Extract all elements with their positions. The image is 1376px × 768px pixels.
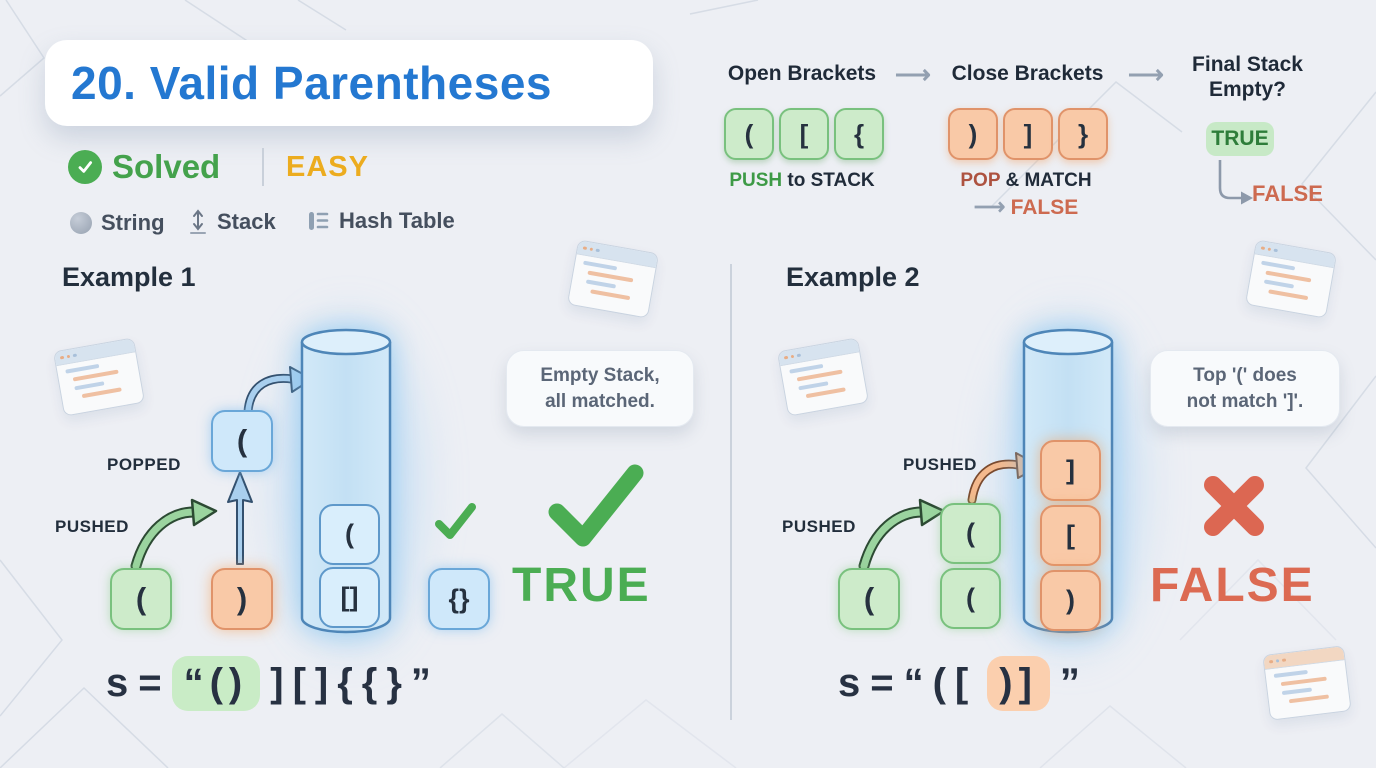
expr-equals: = bbox=[138, 661, 162, 705]
expr-equals: = bbox=[870, 661, 894, 705]
expr-highlight: “() bbox=[171, 656, 261, 711]
true-badge: TRUE bbox=[1206, 122, 1274, 156]
stack-item-chip: ( bbox=[319, 504, 380, 565]
final-false-label: FALSE bbox=[1252, 181, 1323, 206]
example2-heading: Example 2 bbox=[786, 262, 920, 292]
hash-table-icon bbox=[309, 212, 329, 230]
push-arrow-icon bbox=[130, 498, 218, 572]
status-divider bbox=[262, 148, 264, 186]
bracket-chip-close: } bbox=[1058, 108, 1108, 160]
page-title: 20. Valid Parentheses bbox=[71, 57, 552, 109]
bracket-chip-open: [ bbox=[779, 108, 829, 160]
code-window-decoration bbox=[52, 337, 146, 417]
branch-down-arrow-icon bbox=[1218, 160, 1253, 205]
solved-check-icon bbox=[68, 150, 102, 184]
bracket-chip-staged: ( bbox=[940, 568, 1001, 629]
flow-open-label: Open Brackets bbox=[727, 62, 877, 85]
push-action-label: PUSH to STACK bbox=[729, 170, 875, 191]
title-card: 20. Valid Parentheses bbox=[45, 40, 653, 126]
solved-label: Solved bbox=[112, 148, 221, 185]
flow-final-label: Final Stack Empty? bbox=[1192, 53, 1303, 102]
flow-close-label: Close Brackets bbox=[951, 62, 1104, 85]
difficulty-badge: EASY bbox=[286, 151, 369, 183]
bracket-chip-popped: ( bbox=[211, 410, 273, 472]
popped-label: POPPED bbox=[107, 455, 181, 474]
push-arrow-icon bbox=[858, 498, 946, 572]
pushed-label: PUSHED bbox=[782, 517, 856, 536]
small-check-icon bbox=[435, 503, 476, 539]
example2-expression: s = “([ )] ” bbox=[838, 656, 1080, 711]
pop-arrow-icon bbox=[227, 471, 253, 565]
tag-string: String bbox=[70, 210, 165, 236]
example2-result: FALSE bbox=[1150, 559, 1315, 612]
tag-string-label: String bbox=[101, 210, 165, 235]
stack-item-chip: [ bbox=[1040, 505, 1101, 566]
bracket-chip-open: { bbox=[834, 108, 884, 160]
stack-item-chip: [] bbox=[319, 567, 380, 628]
code-window-decoration bbox=[566, 239, 660, 319]
pushed-label: PUSHED bbox=[55, 517, 129, 536]
tag-stack-label: Stack bbox=[217, 209, 276, 234]
stack-item-chip: ) bbox=[1040, 570, 1101, 631]
expr-post: ” bbox=[1059, 661, 1080, 705]
example1-tooltip: Empty Stack, all matched. bbox=[506, 350, 694, 428]
expr-var: s bbox=[106, 661, 129, 705]
sphere-icon bbox=[70, 212, 92, 234]
code-window-decoration bbox=[1244, 239, 1338, 319]
bracket-chip-current: ) bbox=[211, 568, 273, 630]
expr-pre: “([ bbox=[903, 661, 978, 705]
tag-hash-label: Hash Table bbox=[339, 208, 455, 233]
updown-arrow-icon bbox=[190, 209, 206, 234]
bracket-chip-close: ] bbox=[1003, 108, 1053, 160]
tag-hash-table: Hash Table bbox=[306, 208, 455, 234]
section-divider bbox=[730, 264, 732, 720]
expr-rest: ][]{{}” bbox=[270, 661, 440, 705]
stack-item-chip: ] bbox=[1040, 440, 1101, 501]
flow-arrow-icon: ⟶ bbox=[973, 194, 1006, 219]
expr-highlight: )] bbox=[987, 656, 1050, 711]
bracket-chip-close: ) bbox=[948, 108, 998, 160]
example2-tooltip: Top '(' does not match ']'. bbox=[1150, 350, 1340, 428]
example1-expression: s = “() ][]{{}” bbox=[106, 656, 440, 711]
pop-action-label: POP & MATCH bbox=[960, 170, 1092, 191]
pop-false-label: ⟶ FALSE bbox=[973, 194, 1079, 219]
example1-heading: Example 1 bbox=[62, 262, 196, 292]
code-window-decoration bbox=[1262, 645, 1352, 721]
flow-arrow-icon: ⟶ bbox=[895, 61, 931, 89]
tag-stack: Stack bbox=[188, 208, 276, 236]
expr-var: s bbox=[838, 661, 861, 705]
bracket-chip-staged: ( bbox=[940, 503, 1001, 564]
example1-result: TRUE bbox=[512, 559, 651, 612]
code-window-decoration bbox=[776, 337, 870, 417]
bracket-chip-open: ( bbox=[724, 108, 774, 160]
bracket-chip-input: ( bbox=[838, 568, 900, 630]
cross-icon bbox=[1204, 476, 1264, 536]
pushed-label: PUSHED bbox=[903, 455, 977, 474]
big-check-icon bbox=[548, 464, 644, 547]
bracket-chip-input: ( bbox=[110, 568, 172, 630]
push-arrow-orange-icon bbox=[967, 452, 1041, 504]
bracket-chip-next: {} bbox=[428, 568, 490, 630]
flow-arrow-icon: ⟶ bbox=[1128, 61, 1164, 89]
